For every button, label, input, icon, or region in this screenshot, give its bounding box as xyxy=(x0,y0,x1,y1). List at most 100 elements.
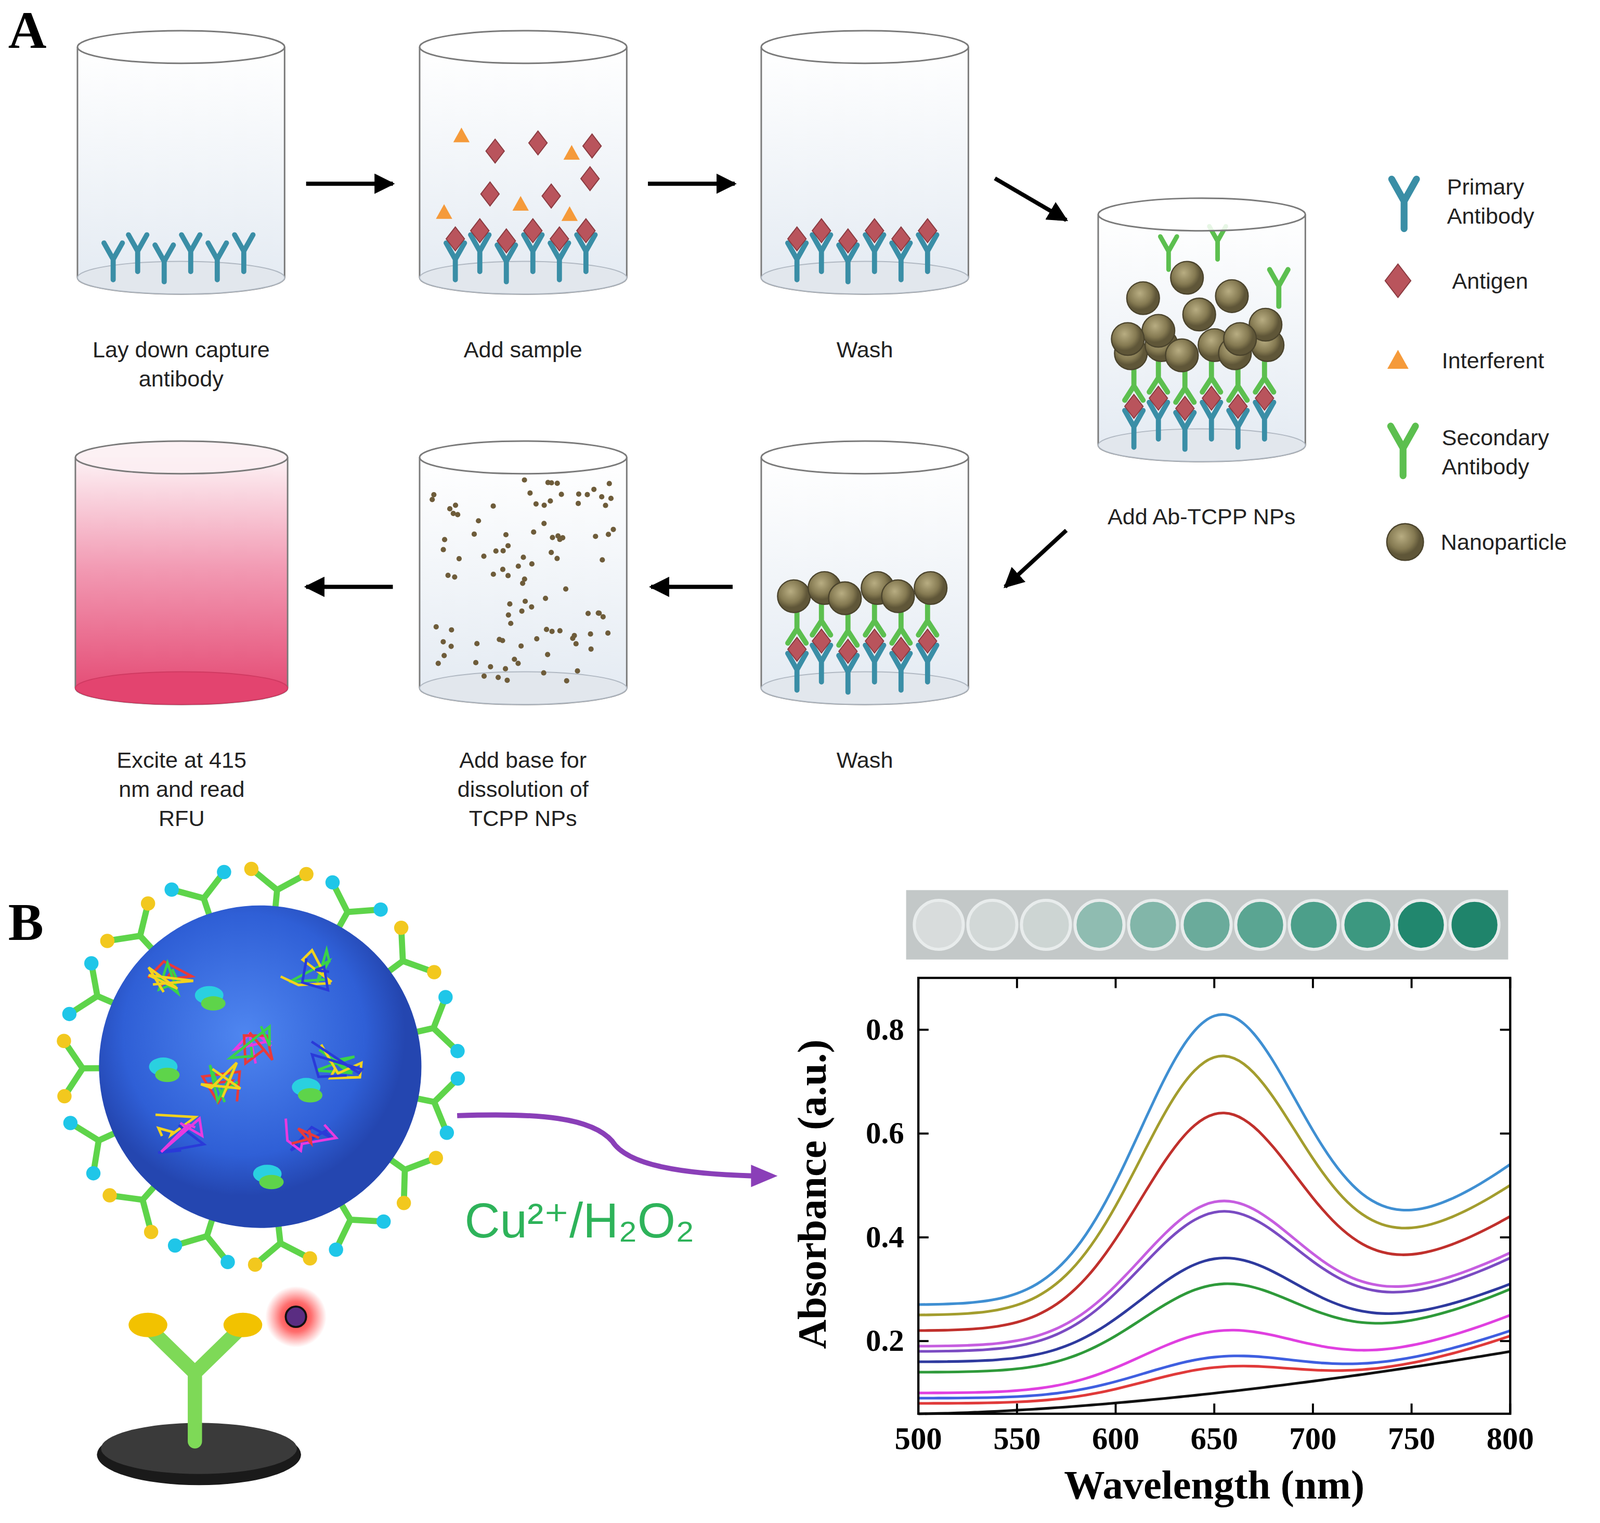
axis-label: 0.6 xyxy=(865,1116,905,1150)
antigen xyxy=(580,166,600,191)
step-arrow xyxy=(306,181,394,186)
antibody xyxy=(175,1218,228,1263)
x-tick xyxy=(1509,1402,1512,1414)
y-tick xyxy=(1500,1236,1511,1239)
antibody-fab xyxy=(298,866,314,881)
panel-letter: B xyxy=(8,893,44,950)
nanoparticle xyxy=(828,581,862,615)
dissolved-particle xyxy=(500,548,506,554)
axis-label: 600 xyxy=(1091,1421,1140,1455)
well-outline xyxy=(418,28,628,296)
assay-well: Excite at 415 nm and read RFU xyxy=(74,438,289,707)
spectrum-curve xyxy=(918,1257,1511,1362)
enzyme-strand xyxy=(161,1118,203,1152)
surface-protein xyxy=(154,1067,180,1082)
dissolved-particle xyxy=(549,534,555,540)
surface-protein xyxy=(297,1087,323,1102)
spectrum-curve xyxy=(918,1283,1511,1372)
antibody-fab xyxy=(450,1071,465,1086)
spectrum-curve xyxy=(918,1350,1511,1414)
dissolved-particle xyxy=(433,623,439,630)
dissolved-particle xyxy=(541,520,547,526)
well-body xyxy=(75,457,288,705)
dissolved-particle xyxy=(519,580,526,586)
interferent xyxy=(1387,349,1409,369)
antigen xyxy=(576,218,595,243)
antigen xyxy=(787,226,806,251)
well-rim xyxy=(761,30,969,64)
dissolved-particle xyxy=(505,542,511,549)
nanoparticle xyxy=(1182,297,1216,331)
primary-antibody xyxy=(103,242,123,280)
dissolved-particle xyxy=(502,665,509,671)
spectrum-curve xyxy=(918,1055,1511,1315)
antibody-fab xyxy=(450,1043,465,1058)
dissolved-particle xyxy=(602,502,608,508)
assay-well: Add base for dissolution of TCPP NPs xyxy=(418,438,628,707)
reaction-arrow xyxy=(457,1114,753,1176)
axis-label: 750 xyxy=(1387,1421,1436,1455)
dissolved-particle xyxy=(599,556,605,563)
antibody xyxy=(63,1040,101,1096)
dissolved-particle xyxy=(584,610,591,616)
dissolved-particle xyxy=(532,501,539,507)
dissolved-particle xyxy=(528,561,535,567)
antigen xyxy=(582,134,602,159)
secondary-antibody xyxy=(1149,359,1168,393)
dissolved-particle xyxy=(504,677,510,683)
antigen xyxy=(812,218,831,243)
axis-label: 0.2 xyxy=(865,1324,905,1357)
nanoprobe-illustration xyxy=(56,861,778,1486)
strip-background xyxy=(906,889,1509,959)
dissolved-particle xyxy=(527,490,533,496)
x-tick xyxy=(917,1402,920,1414)
dissolved-particle xyxy=(475,517,481,524)
enzyme-strand xyxy=(291,1128,320,1144)
antibody xyxy=(69,963,114,1014)
legend-text: Nanoparticle xyxy=(1440,527,1567,557)
nanoparticle xyxy=(1215,279,1248,313)
well-floor xyxy=(761,261,969,294)
absorbance-chart xyxy=(918,977,1511,1414)
antibody xyxy=(415,1078,458,1133)
well-contents xyxy=(435,127,602,282)
dissolved-particle xyxy=(440,546,446,552)
dissolved-particle xyxy=(515,660,521,666)
secondary-antibody xyxy=(1390,425,1416,476)
secondary-antibody xyxy=(1228,367,1247,400)
sample-well xyxy=(1128,900,1178,949)
sample-well xyxy=(1021,900,1071,949)
step-caption: Wash xyxy=(768,745,962,775)
well-body xyxy=(761,46,969,294)
legend-text: Interferent xyxy=(1441,345,1545,375)
dissolved-particle xyxy=(547,498,553,504)
dissolved-particle xyxy=(544,479,551,485)
dissolved-particle xyxy=(480,553,487,559)
antibody-fab xyxy=(128,1312,168,1337)
antigen xyxy=(470,218,489,243)
dissolved-particle xyxy=(448,627,454,633)
plot-area xyxy=(918,977,1511,1414)
sample-well xyxy=(967,900,1017,949)
antibody-fab xyxy=(248,1257,263,1272)
dissolved-particle xyxy=(563,677,569,683)
well-body xyxy=(419,457,627,705)
dissolved-particle xyxy=(588,646,594,652)
well-body xyxy=(761,457,969,705)
antibody-fab xyxy=(438,989,453,1004)
x-tick xyxy=(1311,1402,1315,1414)
surface-protein xyxy=(201,995,226,1010)
well-contents xyxy=(1111,226,1288,450)
dissolved-particle xyxy=(584,491,590,498)
antibody-fab xyxy=(62,1006,77,1021)
dissolved-particle xyxy=(522,598,528,604)
dissolved-particle xyxy=(549,628,555,634)
y-tick xyxy=(918,1236,929,1239)
dissolved-particle xyxy=(490,571,496,577)
antibody xyxy=(332,881,382,928)
antigen xyxy=(480,181,499,206)
dissolved-particle xyxy=(528,604,535,610)
antibody xyxy=(255,1224,311,1265)
antibody xyxy=(109,1185,155,1232)
spectrum-curve xyxy=(918,1200,1511,1346)
